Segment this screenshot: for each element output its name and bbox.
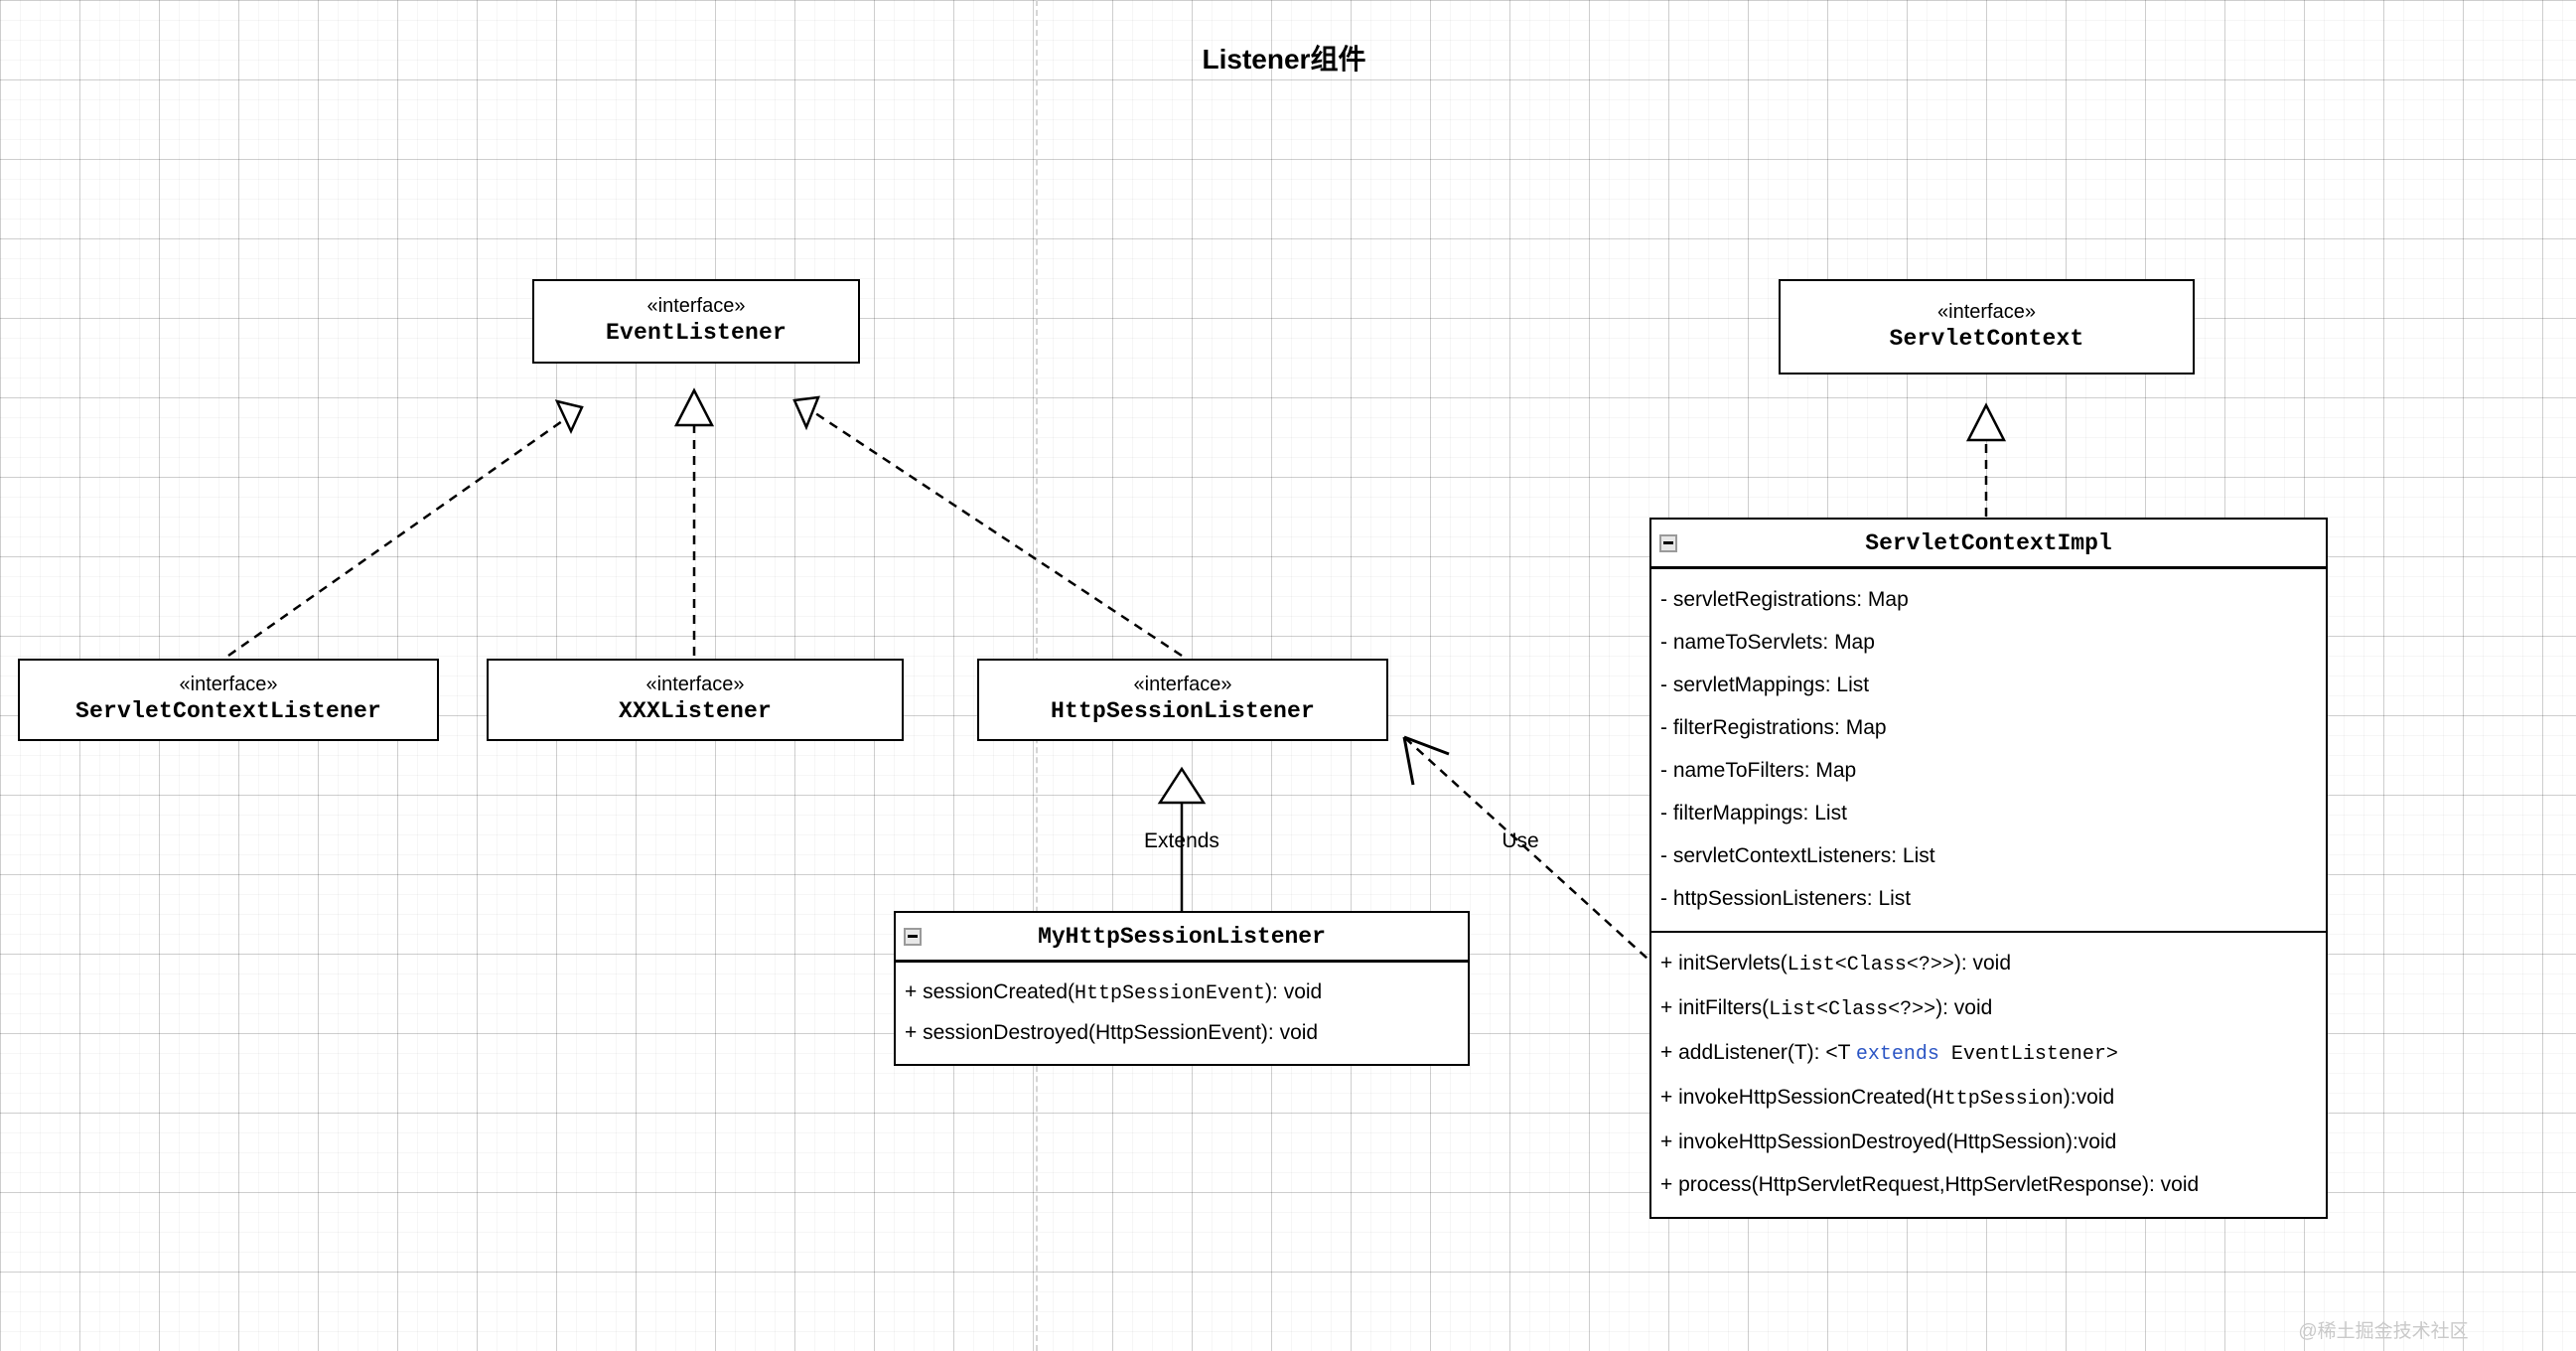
interface-httpsessionlistener[interactable]: «interface» HttpSessionListener — [977, 659, 1388, 741]
method-row: + initServlets(List<Class<?>>): void — [1651, 942, 2326, 986]
method-text-prefix: + invokeHttpSessionCreated( — [1660, 1086, 1932, 1109]
method-text-prefix: + process(HttpServletRequest,HttpServlet… — [1660, 1173, 2200, 1196]
method-text-prefix: + sessionCreated( — [905, 980, 1075, 1003]
method-text-suffix: ): void — [1935, 996, 1993, 1019]
attributes-compartment-servletcontextimpl: - servletRegistrations: Map - nameToServ… — [1651, 569, 2326, 931]
method-text-suffix: ):void — [2063, 1086, 2115, 1109]
attribute-row: - nameToFilters: Map — [1660, 759, 1857, 782]
attribute-row: - filterRegistrations: Map — [1660, 716, 1887, 739]
method-text-mono: HttpSession — [1932, 1088, 2064, 1111]
methods-compartment-myhttpsessionlistener: + sessionCreated(HttpSessionEvent): void… — [896, 963, 1468, 1064]
interface-servletcontext[interactable]: «interface» ServletContext — [1779, 279, 2195, 375]
keyword-extends: extends — [1855, 1043, 1939, 1066]
method-text-mono: List<Class<?>> — [1787, 954, 1954, 976]
method-text-prefix: + initServlets( — [1660, 952, 1788, 975]
attribute-row: - nameToServlets: Map — [1660, 631, 1875, 654]
edge-label-extends: Extends — [1144, 829, 1219, 852]
class-servletcontextimpl[interactable]: ServletContextImpl - servletRegistration… — [1649, 518, 2328, 1219]
interface-servletcontextlistener[interactable]: «interface» ServletContextListener — [18, 659, 439, 741]
attribute-row: - filterMappings: List — [1660, 802, 1847, 825]
method-text-mono: EventListener> — [1938, 1043, 2118, 1066]
class-title-myhttpsessionlistener: MyHttpSessionListener — [1038, 923, 1326, 950]
method-text-prefix: + sessionDestroyed(HttpSessionEvent): vo… — [905, 1021, 1319, 1044]
minus-icon[interactable] — [904, 927, 922, 946]
interface-eventlistener[interactable]: «interface» EventListener — [532, 279, 860, 364]
interface-stereotype-label: «interface» — [1937, 300, 2036, 323]
method-text-mono: HttpSessionEvent — [1074, 982, 1266, 1005]
interface-stereotype-label: «interface» — [179, 674, 278, 696]
method-text-prefix: + initFilters( — [1660, 996, 1770, 1019]
realization-xxxlistener-eventlistener — [673, 387, 715, 656]
interface-name-xxxlistener: XXXListener — [618, 698, 773, 725]
realization-servletcontextimpl-servletcontext — [1965, 402, 2007, 517]
method-row: + initFilters(List<Class<?>>): void — [1651, 986, 2326, 1031]
minus-icon[interactable] — [1659, 533, 1677, 552]
class-header-servletcontextimpl[interactable]: ServletContextImpl — [1651, 520, 2326, 569]
edge-label-use: Use — [1502, 829, 1539, 852]
method-row: + addListener(T): <T extends EventListen… — [1651, 1031, 2326, 1076]
interface-name-eventlistener: EventListener — [605, 320, 787, 347]
method-row: + invokeHttpSessionCreated(HttpSession):… — [1651, 1076, 2326, 1121]
interface-stereotype-label: «interface» — [645, 674, 745, 696]
method-text-mono: List<Class<?>> — [1769, 998, 1936, 1021]
interface-stereotype-label: «interface» — [646, 295, 746, 318]
class-title-servletcontextimpl: ServletContextImpl — [1865, 529, 2112, 556]
interface-stereotype-label: «interface» — [1133, 674, 1232, 696]
page-title: Listener组件 — [1202, 44, 1366, 75]
class-myhttpsessionlistener[interactable]: MyHttpSessionListener + sessionCreated(H… — [894, 911, 1470, 1066]
attribute-row: - httpSessionListeners: List — [1660, 887, 1912, 910]
realization-servletcontextlistener-eventlistener — [227, 399, 584, 658]
interface-name-servletcontext: ServletContext — [1889, 325, 2084, 352]
interface-xxxlistener[interactable]: «interface» XXXListener — [487, 659, 904, 741]
method-row: + sessionDestroyed(HttpSessionEvent): vo… — [896, 1013, 1468, 1052]
methods-compartment-servletcontextimpl: + initServlets(List<Class<?>>): void + i… — [1651, 931, 2326, 1217]
method-text-prefix: + invokeHttpSessionDestroyed(HttpSession… — [1660, 1130, 2117, 1153]
method-text-suffix: ): void — [1953, 952, 2012, 975]
method-row: + invokeHttpSessionDestroyed(HttpSession… — [1651, 1121, 2326, 1163]
class-header-myhttpsessionlistener[interactable]: MyHttpSessionListener — [896, 913, 1468, 963]
method-text-prefix: + addListener(T): <T — [1660, 1041, 1856, 1064]
interface-name-httpsessionlistener: HttpSessionListener — [1050, 698, 1316, 725]
method-row: + process(HttpServletRequest,HttpServlet… — [1651, 1163, 2326, 1206]
method-row: + sessionCreated(HttpSessionEvent): void — [896, 973, 1468, 1013]
attribute-row: - servletMappings: List — [1660, 674, 1870, 696]
attribute-row: - servletRegistrations: Map — [1660, 588, 1909, 611]
method-text-suffix: ): void — [1265, 980, 1323, 1003]
watermark: @稀土掘金技术社区 — [2298, 1321, 2469, 1342]
attribute-row: - servletContextListeners: List — [1660, 844, 1935, 867]
interface-name-servletcontextlistener: ServletContextListener — [74, 698, 382, 725]
realization-httpsessionlistener-eventlistener — [792, 395, 1183, 658]
